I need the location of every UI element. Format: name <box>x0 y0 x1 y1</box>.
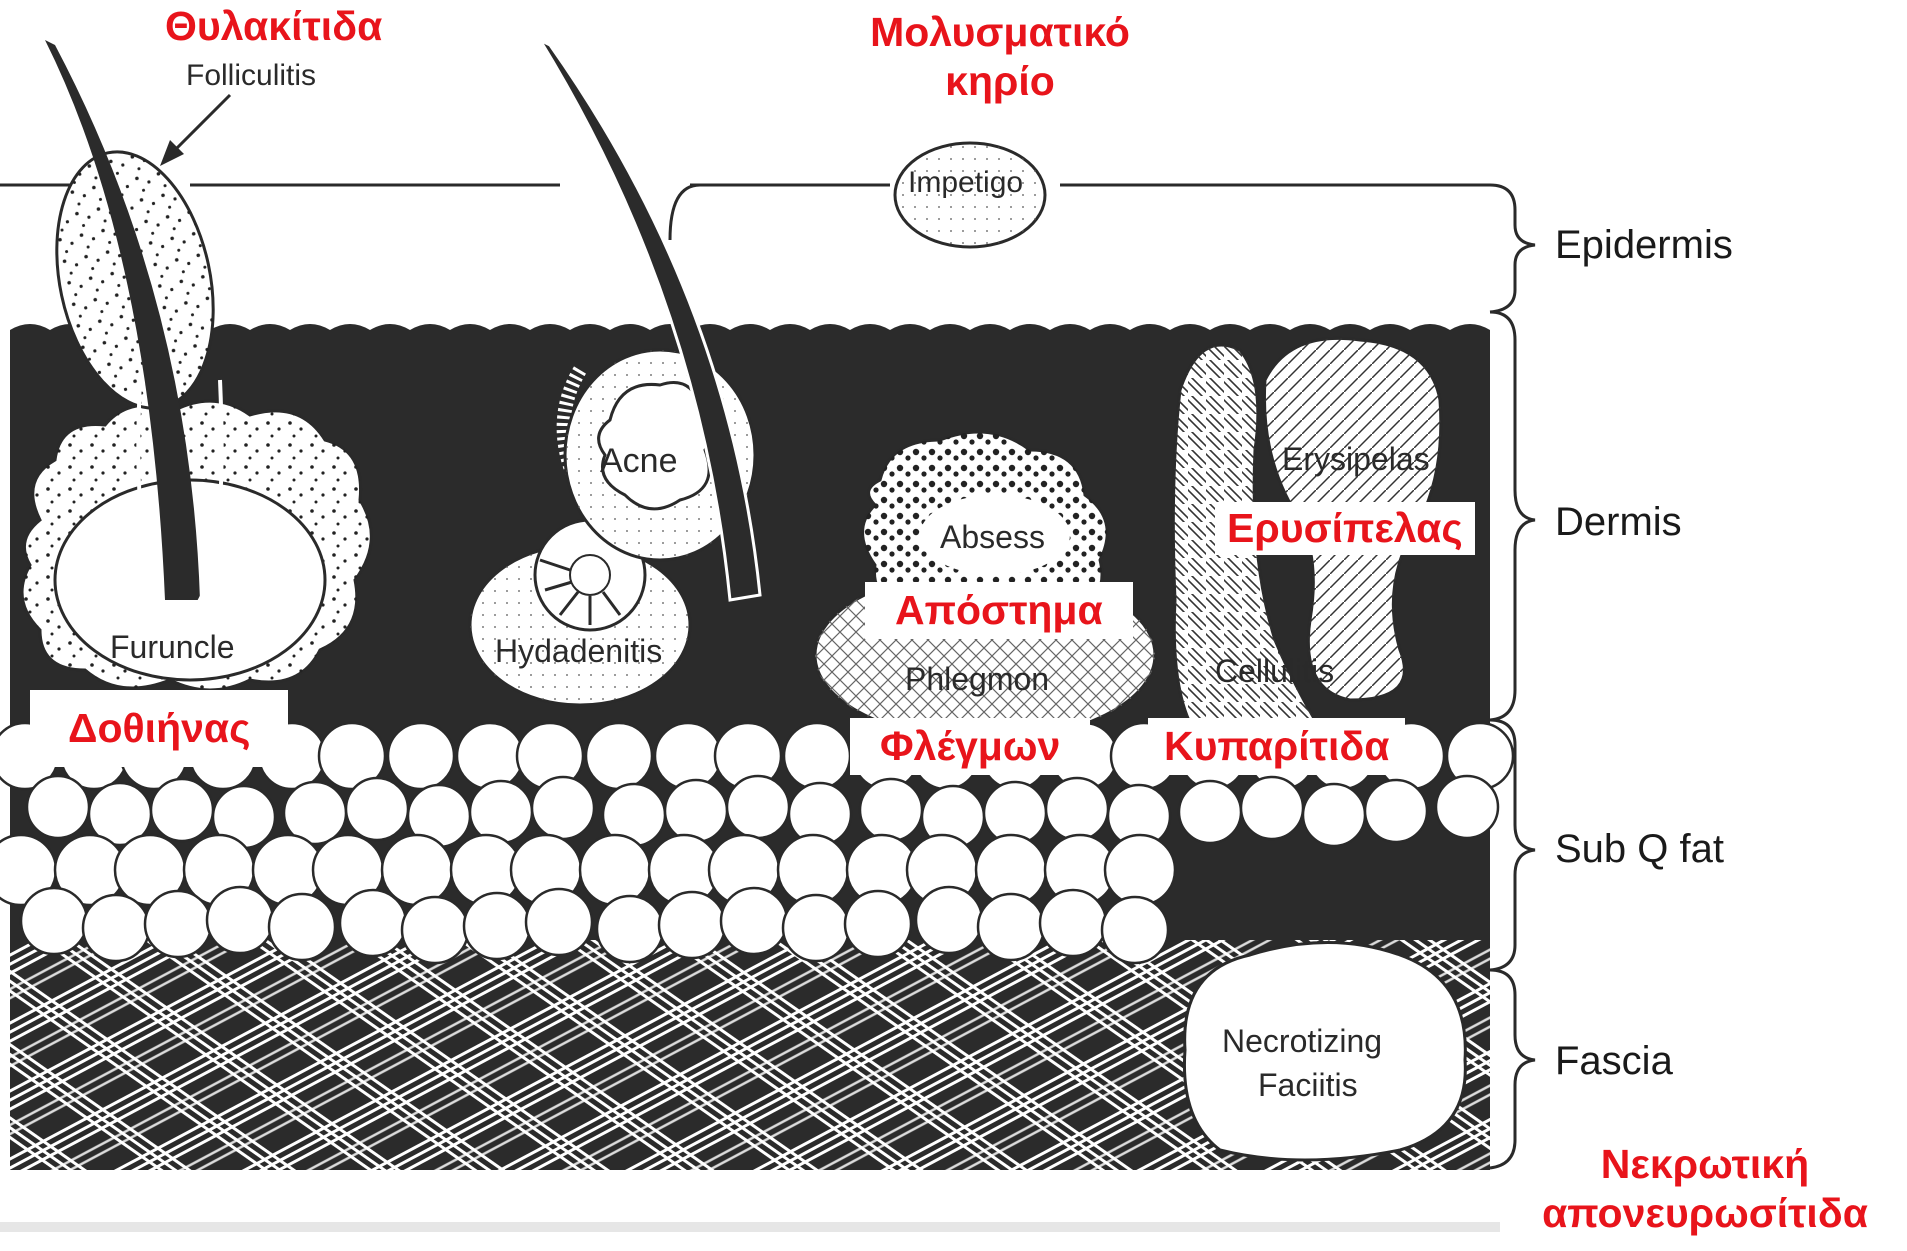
fat-globule <box>845 891 911 957</box>
fat-globule <box>1241 777 1303 839</box>
fat-globule <box>269 894 335 960</box>
fat-globule <box>83 895 149 961</box>
epidermis-inner-line <box>670 185 700 240</box>
label-necrotizing-line2: Faciitis <box>1258 1067 1358 1103</box>
brace-epidermis <box>1490 185 1535 312</box>
brace-dermis <box>1490 312 1535 720</box>
fat-globule <box>597 896 663 962</box>
fat-globule <box>340 890 406 956</box>
label-furuncle: Furuncle <box>110 629 235 665</box>
fat-globule <box>1436 776 1498 838</box>
fat-globule <box>346 778 408 840</box>
layer-label-subq: Sub Q fat <box>1555 827 1724 871</box>
label-cellulitis: Cellulitis <box>1215 653 1334 689</box>
label-acne: Acne <box>600 442 678 480</box>
greek-label-abscess: Απόστημα <box>865 582 1133 639</box>
label-folliculitis: Folliculitis <box>186 59 316 92</box>
greek-label-furuncle: Δοθιήνας <box>30 690 288 767</box>
sweat-gland-coil-inner <box>570 555 610 595</box>
fat-globule <box>580 835 650 905</box>
fat-globule <box>978 894 1044 960</box>
layer-label-fascia: Fascia <box>1555 1039 1674 1083</box>
fat-globule <box>586 723 652 789</box>
fat-globule <box>151 779 213 841</box>
greek-label-erysipelas: Ερυσίπελας <box>1215 502 1475 555</box>
greek-label-cellulitis: Κυπαρίτιδα <box>1148 718 1405 775</box>
fat-globule <box>916 887 982 953</box>
fat-globule <box>860 779 922 841</box>
layer-label-dermis: Dermis <box>1555 500 1682 544</box>
greek-label-necrotizing-line2: απονευρωσίτιδα <box>1505 1189 1905 1238</box>
fat-globule <box>382 835 452 905</box>
fat-globule <box>721 888 787 954</box>
caption-fragment <box>0 1222 1500 1232</box>
fat-globule <box>470 781 532 843</box>
greek-label-necrotizing-line1: Νεκρωτική <box>1505 1140 1905 1189</box>
fat-globule <box>1040 890 1106 956</box>
fat-globule <box>1179 781 1241 843</box>
fat-globule <box>464 893 530 959</box>
fat-globule <box>1303 784 1365 846</box>
fat-globule <box>655 723 721 789</box>
layer-label-epidermis: Epidermis <box>1555 223 1733 267</box>
fat-globule <box>526 889 592 955</box>
greek-label-impetigo-line2: κηρίο <box>840 57 1160 106</box>
label-phlegmon: Phlegmon <box>905 661 1049 697</box>
fat-globule <box>21 888 87 954</box>
fat-globule <box>402 897 468 963</box>
label-erysipelas: Erysipelas <box>1282 441 1430 477</box>
fat-globule <box>27 776 89 838</box>
fat-globule <box>784 723 850 789</box>
fat-globule <box>665 780 727 842</box>
greek-label-phlegmon: Φλέγμων <box>850 718 1090 775</box>
brace-fascia <box>1490 970 1535 1168</box>
label-necrotizing-line1: Necrotizing <box>1222 1023 1382 1059</box>
greek-label-necrotizing: Νεκρωτική απονευρωσίτιδα <box>1505 1140 1905 1238</box>
fat-globule <box>532 777 594 839</box>
fat-globule <box>457 723 523 789</box>
fat-globule <box>783 895 849 961</box>
fat-globule <box>388 723 454 789</box>
fat-globule <box>1102 897 1168 963</box>
fat-globule <box>1046 778 1108 840</box>
label-absess: Absess <box>940 519 1045 555</box>
fat-globule <box>1365 780 1427 842</box>
fat-globule <box>145 891 211 957</box>
greek-label-impetigo-line1: Μολυσματικό <box>840 8 1160 57</box>
fat-globule <box>727 776 789 838</box>
label-impetigo: Impetigo <box>908 166 1023 199</box>
label-hydadenitis: Hydadenitis <box>495 633 662 669</box>
greek-label-folliculitis: Θυλακίτιδα <box>165 2 382 51</box>
fat-globule <box>207 887 273 953</box>
greek-label-impetigo: Μολυσματικό κηρίο <box>840 8 1160 106</box>
fat-globule <box>1105 835 1175 905</box>
fat-globule <box>659 892 725 958</box>
